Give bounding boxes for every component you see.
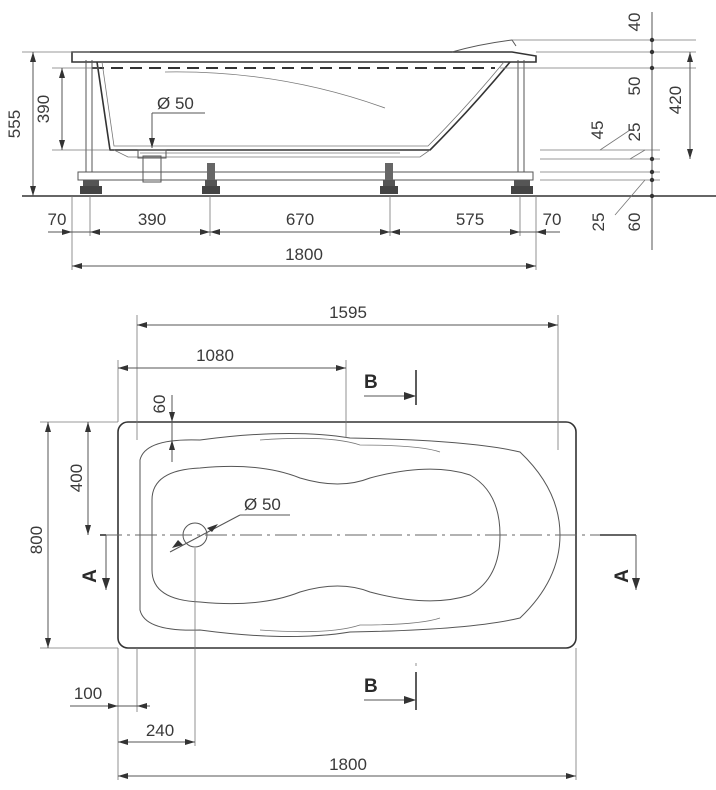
basin-contour — [259, 437, 441, 453]
dim-555: 555 — [5, 110, 24, 138]
dim-25-upper: 25 — [625, 123, 644, 142]
section-a-left: A — [80, 569, 101, 583]
dim-50: 50 — [625, 77, 644, 96]
tub-body-inner — [101, 61, 505, 147]
top-drain-label: Ø 50 — [244, 495, 281, 514]
dim-70-left: 70 — [48, 210, 67, 229]
dim-400: 400 — [67, 464, 86, 492]
dim-60-top: 60 — [150, 395, 169, 414]
section-b-bottom-marker: B — [364, 672, 417, 710]
side-view: 555 390 Ø 50 70 390 670 575 70 180 — [5, 12, 716, 270]
dim-100: 100 — [74, 684, 102, 703]
dim-45: 45 — [588, 121, 607, 140]
section-b-bottom: B — [364, 676, 378, 697]
dim-1800-top: 1800 — [329, 755, 367, 774]
dim-60-right: 60 — [625, 213, 644, 232]
dim-25-lower: 25 — [589, 213, 608, 232]
interior-curve — [164, 71, 386, 109]
section-b-top: B — [364, 372, 378, 393]
side-drain-label: Ø 50 — [157, 94, 194, 113]
right-dim-ticks — [649, 37, 655, 199]
dim-390: 390 — [138, 210, 166, 229]
tub-rim — [71, 51, 537, 63]
top-view: Ø 50 1595 1080 60 400 800 A — [27, 303, 640, 780]
dim-800: 800 — [27, 526, 46, 554]
dim-1080: 1080 — [196, 346, 234, 365]
dim-40: 40 — [625, 13, 644, 32]
dim-1800-side: 1800 — [285, 245, 323, 264]
section-a-right: A — [612, 569, 633, 583]
tub-body — [96, 61, 511, 151]
dim-575: 575 — [456, 210, 484, 229]
drain-pipe — [142, 155, 162, 183]
dim-70-right: 70 — [543, 210, 562, 229]
section-b-top-marker: B — [364, 370, 417, 405]
tub-bottom-hatch — [113, 149, 431, 158]
section-a-left-marker: A — [80, 534, 110, 590]
base-frame — [77, 171, 534, 181]
section-a-right-marker: A — [600, 534, 640, 590]
dim-670: 670 — [286, 210, 314, 229]
dim-240: 240 — [146, 721, 174, 740]
dim-1595: 1595 — [329, 303, 367, 322]
headrest — [451, 39, 517, 53]
dim-420: 420 — [666, 86, 685, 114]
dim-390-vertical: 390 — [34, 95, 53, 123]
feet — [80, 163, 533, 194]
